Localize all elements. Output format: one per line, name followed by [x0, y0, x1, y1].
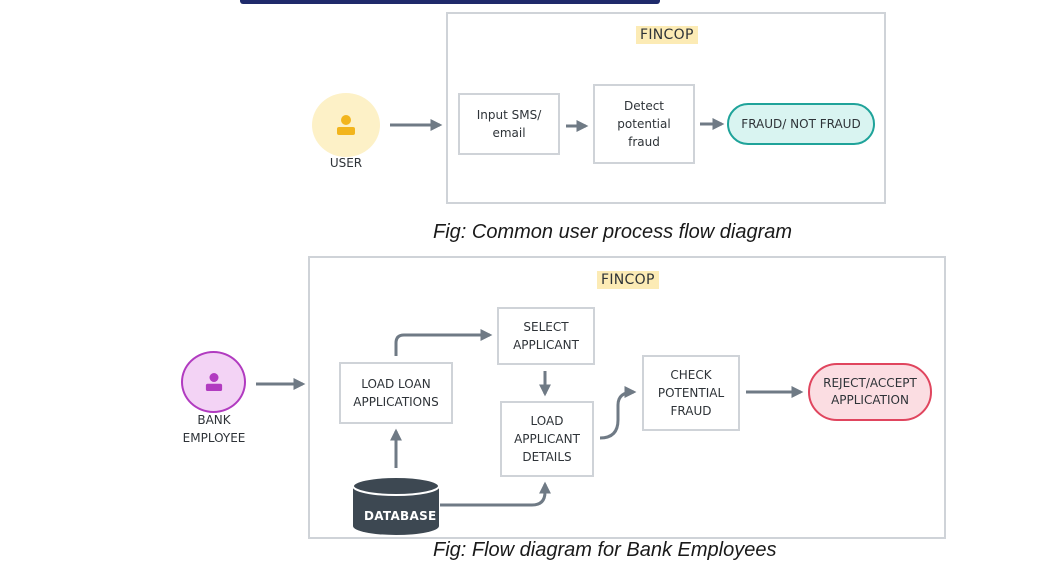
arrow-loan-to-select	[394, 329, 493, 356]
input-sms-email-step: Input SMS/ email	[458, 93, 560, 155]
caption-user-flow: Fig: Common user process flow diagram	[433, 221, 793, 243]
arrow-db-to-details	[440, 481, 551, 507]
database-label: DATABASE	[364, 509, 437, 523]
title-strip	[240, 0, 660, 4]
reject-accept-result: REJECT/ACCEPT APPLICATION	[808, 363, 932, 421]
user-icon	[205, 373, 222, 391]
fincop-badge: FINCOP	[636, 26, 698, 44]
fincop-badge: FINCOP	[597, 271, 659, 289]
database-icon	[352, 476, 440, 535]
detect-potential-fraud-step: Detect potential fraud	[593, 84, 695, 164]
user-label: USER	[329, 156, 363, 170]
select-applicant-step: SELECT APPLICANT	[497, 307, 595, 365]
user-actor	[312, 93, 380, 157]
load-loan-applications-step: LOAD LOAN APPLICATIONS	[339, 362, 453, 424]
load-applicant-details-step: LOAD APPLICANT DETAILS	[500, 401, 594, 477]
caption-bank-flow: Fig: Flow diagram for Bank Employees	[433, 539, 777, 561]
bank-employee-actor	[181, 351, 246, 413]
check-potential-fraud-step: CHECK POTENTIAL FRAUD	[642, 355, 740, 431]
user-icon	[337, 115, 355, 135]
bank-employee-label: BANK EMPLOYEE	[182, 413, 246, 445]
arrow-details-to-check	[599, 386, 637, 440]
fraud-result: FRAUD/ NOT FRAUD	[727, 103, 875, 145]
